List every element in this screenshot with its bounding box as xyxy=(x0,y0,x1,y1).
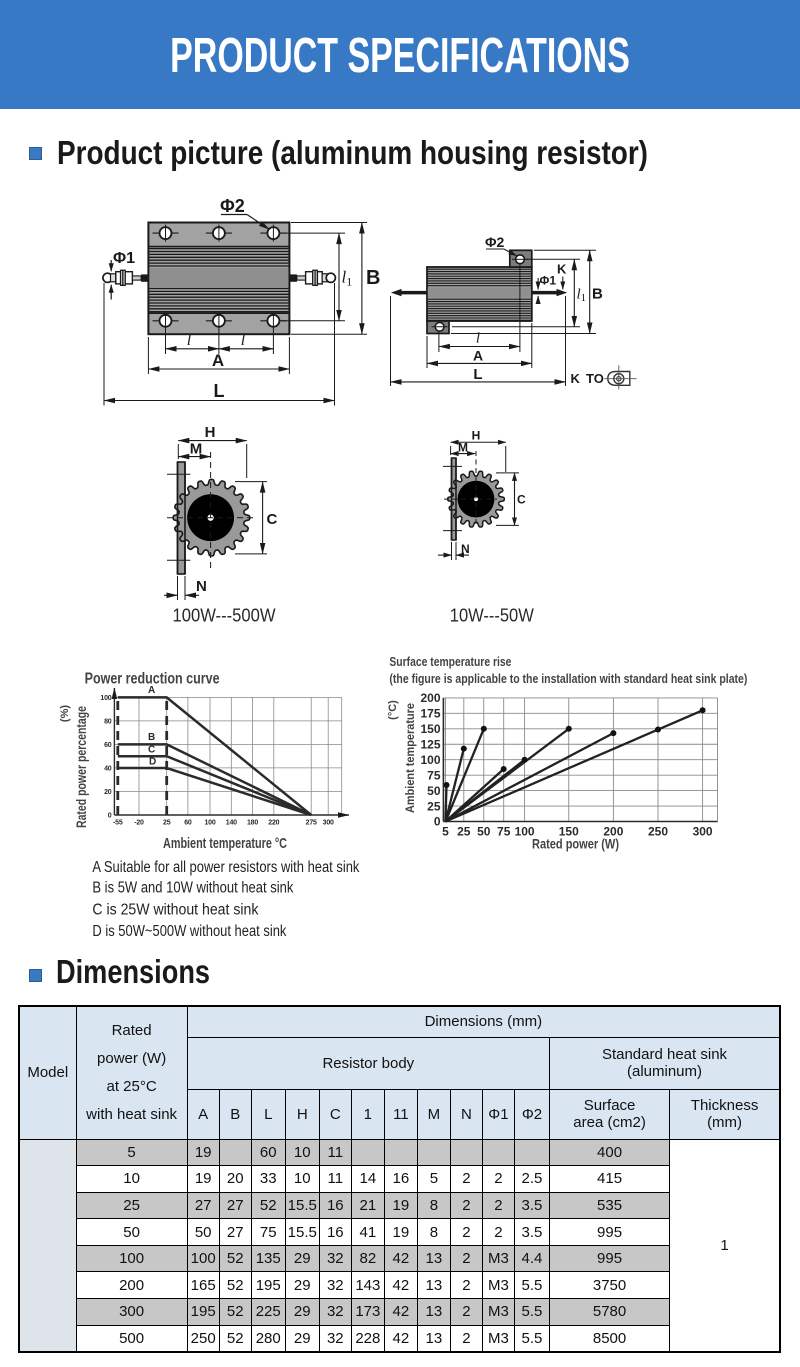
svg-text:100: 100 xyxy=(420,753,440,767)
svg-text:B: B xyxy=(592,286,603,303)
svg-text:10W---50W: 10W---50W xyxy=(450,605,534,626)
svg-text:C: C xyxy=(517,493,526,507)
svg-text:L: L xyxy=(214,381,225,401)
svg-text:300: 300 xyxy=(693,825,713,839)
svg-text:TO: TO xyxy=(586,371,604,386)
svg-text:50: 50 xyxy=(477,825,491,839)
svg-text:(%): (%) xyxy=(59,705,71,722)
svg-text:A: A xyxy=(148,685,155,696)
svg-text:20: 20 xyxy=(104,789,112,796)
svg-text:Ambient temperature °C: Ambient temperature °C xyxy=(163,835,287,852)
svg-text:Surface temperature rise: Surface temperature rise xyxy=(389,654,511,669)
svg-text:50: 50 xyxy=(427,784,441,798)
svg-text:Φ1: Φ1 xyxy=(540,274,557,288)
svg-text:Ambient temperature: Ambient temperature xyxy=(403,703,417,813)
svg-text:l: l xyxy=(187,332,192,349)
svg-text:M: M xyxy=(190,441,203,458)
svg-text:-55: -55 xyxy=(113,820,123,827)
svg-text:(°C): (°C) xyxy=(387,700,399,720)
svg-text:250: 250 xyxy=(648,825,668,839)
svg-text:75: 75 xyxy=(427,768,441,782)
svg-text:220: 220 xyxy=(268,820,279,827)
svg-text:150: 150 xyxy=(420,722,440,736)
svg-text:K: K xyxy=(571,371,581,386)
svg-text:140: 140 xyxy=(226,820,237,827)
svg-text:200: 200 xyxy=(603,825,623,839)
svg-text:H: H xyxy=(205,424,216,441)
svg-text:-20: -20 xyxy=(134,820,144,827)
svg-text:100: 100 xyxy=(100,695,111,702)
svg-text:C is 25W without heat sink: C is 25W without heat sink xyxy=(92,901,258,918)
svg-text:C: C xyxy=(267,511,278,528)
svg-text:100: 100 xyxy=(515,825,535,839)
svg-text:H: H xyxy=(472,429,481,443)
svg-text:60: 60 xyxy=(104,742,112,749)
svg-text:Φ1: Φ1 xyxy=(113,250,135,267)
svg-text:60: 60 xyxy=(184,820,192,827)
svg-text:175: 175 xyxy=(420,707,440,721)
svg-text:l1: l1 xyxy=(577,287,587,305)
svg-text:B: B xyxy=(148,732,155,743)
svg-text:5: 5 xyxy=(442,825,449,839)
svg-text:M: M xyxy=(458,441,468,455)
svg-text:Rated power percentage: Rated power percentage xyxy=(74,706,89,828)
svg-text:K: K xyxy=(557,262,567,277)
svg-text:l: l xyxy=(476,331,480,347)
svg-text:180: 180 xyxy=(247,820,258,827)
svg-text:100: 100 xyxy=(204,820,215,827)
svg-text:A: A xyxy=(212,351,224,370)
svg-text:25: 25 xyxy=(457,825,471,839)
svg-text:A: A xyxy=(473,348,483,364)
svg-text:(the figure is applicable to t: (the figure is applicable to the install… xyxy=(389,671,747,686)
svg-text:25: 25 xyxy=(163,820,171,827)
svg-text:D is 50W~500W without heat sin: D is 50W~500W without heat sink xyxy=(92,923,286,940)
svg-text:N: N xyxy=(196,578,207,595)
svg-text:80: 80 xyxy=(104,718,112,725)
svg-text:B is 5W and 10W without heat s: B is 5W and 10W without heat sink xyxy=(92,880,293,897)
svg-text:300: 300 xyxy=(323,820,334,827)
svg-text:0: 0 xyxy=(434,815,441,829)
svg-text:275: 275 xyxy=(306,820,317,827)
svg-text:150: 150 xyxy=(559,825,579,839)
svg-text:Rated power (W): Rated power (W) xyxy=(532,836,619,852)
svg-text:25: 25 xyxy=(427,799,441,813)
svg-text:l: l xyxy=(241,332,246,349)
svg-text:125: 125 xyxy=(420,737,440,751)
svg-text:100W---500W: 100W---500W xyxy=(173,605,276,626)
svg-text:B: B xyxy=(366,267,380,289)
svg-text:75: 75 xyxy=(497,825,511,839)
svg-text:200: 200 xyxy=(420,691,440,705)
svg-text:A Suitable for all power resis: A Suitable for all power resistors with … xyxy=(92,859,359,876)
svg-text:0: 0 xyxy=(108,813,112,820)
svg-text:l1: l1 xyxy=(342,268,353,289)
svg-text:N: N xyxy=(461,542,470,556)
svg-text:L: L xyxy=(473,366,482,383)
svg-text:40: 40 xyxy=(104,765,112,772)
svg-text:Power reduction curve: Power reduction curve xyxy=(85,671,220,688)
svg-text:Φ2: Φ2 xyxy=(220,196,245,216)
svg-text:D: D xyxy=(149,757,156,768)
svg-text:Φ2: Φ2 xyxy=(485,234,504,250)
svg-text:C: C xyxy=(148,745,155,756)
